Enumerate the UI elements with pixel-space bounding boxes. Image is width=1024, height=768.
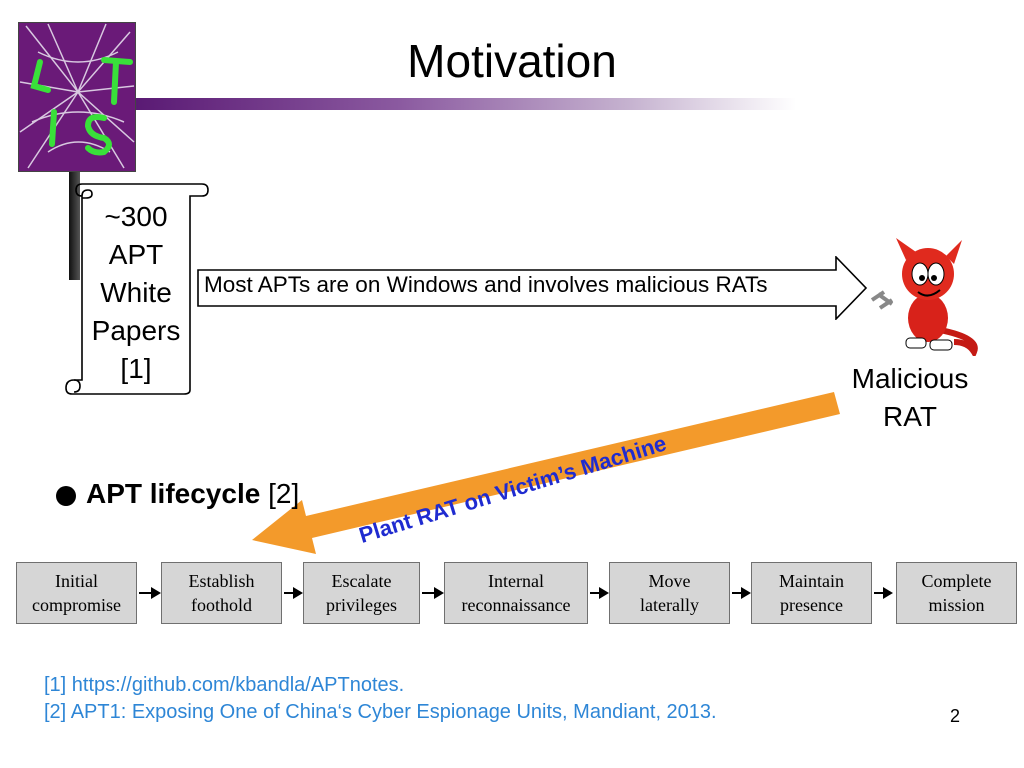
step-label: Internal reconnaissance — [461, 571, 571, 615]
apt-lifecycle-heading: APT lifecycle [2] — [86, 478, 299, 510]
block-arrow — [197, 256, 868, 320]
step-label: Escalate privileges — [326, 571, 397, 615]
step-connector — [874, 587, 893, 599]
step-label: Maintain presence — [779, 571, 844, 615]
rat-label-line: Malicious — [851, 363, 969, 394]
step-label: Establish foothold — [188, 571, 255, 615]
lifecycle-step: Internal reconnaissance — [444, 562, 588, 624]
lifecycle-step: Establish foothold — [161, 562, 282, 624]
scroll-line: White — [100, 277, 172, 308]
plant-rat-arrow — [252, 392, 840, 554]
reference-2: [2] APT1: Exposing One of China‘s Cyber … — [44, 701, 717, 723]
scroll-line: Papers — [91, 315, 181, 346]
lis-logo — [18, 22, 136, 172]
step-connector — [590, 587, 609, 599]
reference-1: [1] https://github.com/kbandla/APTnotes. — [44, 674, 405, 696]
slide-title: Motivation — [407, 35, 617, 87]
page-number: 2 — [950, 706, 961, 726]
step-connector — [139, 587, 161, 599]
step-connector — [284, 587, 303, 599]
arrow-text: Most APTs are on Windows and involves ma… — [204, 272, 768, 297]
lifecycle-step: Maintain presence — [751, 562, 872, 624]
step-connector — [732, 587, 751, 599]
lifecycle-ref: [2] — [260, 478, 300, 509]
scroll-line: [1] — [120, 353, 152, 384]
step-label: Initial compromise — [32, 571, 121, 615]
lifecycle-step: Complete mission — [896, 562, 1017, 624]
lifecycle-step: Move laterally — [609, 562, 730, 624]
step-label: Complete mission — [921, 571, 992, 615]
white-papers-label: ~300 APT White Papers [1] — [84, 198, 188, 388]
rat-label-line: RAT — [883, 401, 937, 432]
lifecycle-bold-text: APT lifecycle — [86, 478, 261, 509]
scroll-line: ~300 — [104, 201, 168, 232]
lifecycle-step: Initial compromise — [16, 562, 137, 624]
lifecycle-step: Escalate privileges — [303, 562, 420, 624]
scroll-line: APT — [108, 239, 164, 270]
decorative-title-bar — [136, 98, 796, 110]
decorative-vertical-bar — [69, 172, 80, 280]
devil-mascot-icon — [870, 238, 978, 356]
scroll-shape — [65, 183, 209, 395]
step-connector — [422, 587, 444, 599]
bullet-icon — [56, 486, 76, 506]
malicious-rat-label: Malicious RAT — [838, 360, 982, 436]
step-label: Move laterally — [640, 571, 699, 615]
